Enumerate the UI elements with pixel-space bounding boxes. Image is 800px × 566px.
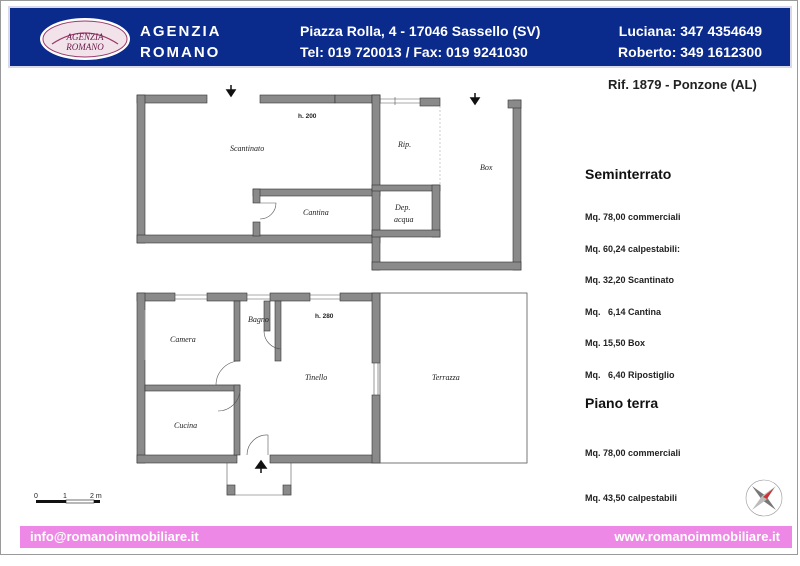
phone-luciana: Luciana: 347 4354649 [618, 23, 762, 39]
room-cantina: Cantina [303, 208, 329, 217]
address-line2: Tel: 019 720013 / Fax: 019 9241030 [300, 44, 528, 60]
seminterrato-line: Mq. 60,24 calpestabili: [585, 243, 681, 254]
piano-terra-line: Mq. 43,50 calpestabili [585, 493, 678, 503]
seminterrato-line: Mq. 15,50 Box [585, 338, 646, 348]
cantina-door [259, 202, 277, 220]
seminterrato-area-list: Mq. 78,00 commerciali Mq. 60,24 calpesta… [585, 191, 681, 391]
seminterrato-title: Seminterrato [585, 166, 672, 182]
basement-walls [136, 94, 522, 271]
website-link[interactable]: www.romanoimmobiliare.it [614, 529, 780, 544]
svg-text:ROMANO: ROMANO [65, 42, 104, 52]
phone-roberto: Roberto: 349 1612300 [618, 44, 762, 60]
scale-two: 2 m [90, 493, 102, 500]
scale-bar [36, 499, 100, 504]
property-reference: Rif. 1879 - Ponzone (AL) [608, 77, 757, 92]
address-line1: Piazza Rolla, 4 - 17046 Sassello (SV) [300, 23, 541, 39]
room-dep-line2: acqua [394, 215, 414, 224]
basement-height-label: h. 200 [298, 113, 317, 120]
agency-line1: AGENZIA [140, 23, 222, 40]
agency-phones: Luciana: 347 4354649 Roberto: 349 161230… [618, 21, 762, 63]
svg-text:AGENZIA: AGENZIA [66, 32, 105, 42]
room-tinello: Tinello [305, 373, 327, 382]
scale-zero: 0 [34, 493, 38, 500]
porch-outline [226, 463, 292, 496]
email-link[interactable]: info@romanoimmobiliare.it [30, 529, 199, 544]
main-entrance-arrow-icon [254, 459, 268, 473]
header-banner: AGENZIA ROMANO AGENZIA ROMANO Piazza Rol… [8, 6, 792, 68]
agency-logo: AGENZIA ROMANO [40, 18, 130, 60]
agency-name: AGENZIA ROMANO [140, 21, 222, 63]
piano-terra-title: Piano terra [585, 395, 659, 411]
room-rip: Rip. [397, 140, 411, 149]
seminterrato-line: Mq. 78,00 commerciali [585, 212, 681, 222]
room-bagno: Bagno [248, 315, 269, 324]
seminterrato-line: Mq. 32,20 Scantinato [585, 275, 675, 285]
room-dep-line1: Dep. [394, 203, 410, 212]
ground-doors [215, 330, 282, 456]
seminterrato-line: Mq. 6,14 Cantina [585, 306, 662, 317]
scale-one: 1 [63, 493, 67, 500]
page-frame [0, 0, 798, 555]
box-entrance-arrow-icon [469, 93, 481, 106]
footer-banner: info@romanoimmobiliare.it www.romanoimmo… [20, 526, 792, 548]
room-box: Box [480, 163, 493, 172]
room-camera: Camera [170, 335, 196, 344]
seminterrato-line: Mq. 6,40 Ripostiglio [585, 369, 675, 380]
ground-windows [144, 294, 379, 395]
entrance-arrow-icon [225, 85, 237, 98]
agency-address: Piazza Rolla, 4 - 17046 Sassello (SV) Te… [300, 21, 540, 63]
compass-icon [745, 479, 783, 517]
piano-terra-line: Mq. 78,00 commerciali [585, 448, 681, 458]
terrace-outline [379, 292, 528, 464]
room-terrazza: Terrazza [432, 373, 460, 382]
agency-line2: ROMANO [140, 44, 221, 61]
room-cucina: Cucina [174, 421, 197, 430]
basement-windows [380, 97, 420, 105]
room-scantinato: Scantinato [230, 144, 264, 153]
ground-height-label: h. 280 [315, 313, 334, 320]
